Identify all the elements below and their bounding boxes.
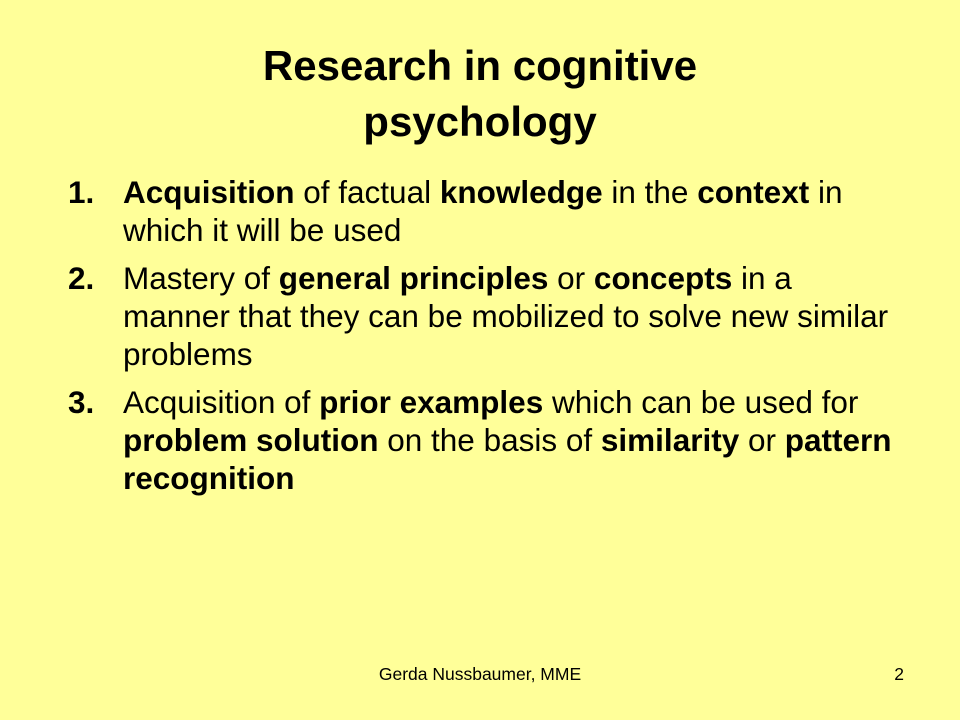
text-segment: general principles xyxy=(278,260,549,296)
title-line-2: psychology xyxy=(363,98,597,145)
text-segment: or xyxy=(739,422,785,458)
list-item-1: 1. Acquisition of factual knowledge in t… xyxy=(68,173,898,249)
text-segment: Acquisition xyxy=(123,174,295,210)
numbered-list: 1. Acquisition of factual knowledge in t… xyxy=(68,173,898,507)
text-segment: or xyxy=(548,260,594,296)
list-item-3: 3. Acquisition of prior examples which c… xyxy=(68,383,898,497)
text-segment: prior examples xyxy=(319,384,544,420)
text-segment: problem solution xyxy=(123,422,379,458)
text-segment: in which it will be used xyxy=(123,174,843,248)
list-item-number: 3. xyxy=(68,384,95,420)
list-item-text: Acquisition of factual knowledge in the … xyxy=(123,173,898,249)
text-segment: of factual xyxy=(294,174,440,210)
text-segment: concepts xyxy=(593,260,733,296)
text-segment: similarity xyxy=(600,422,740,458)
text-segment: on the basis of xyxy=(378,422,601,458)
list-item-text: Acquisition of prior examples which can … xyxy=(123,383,898,497)
text-segment: Acquisition of xyxy=(123,384,320,420)
footer-author: Gerda Nussbaumer, MME xyxy=(378,664,582,684)
text-segment: pattern recognition xyxy=(123,422,892,496)
text-segment: knowledge xyxy=(439,174,603,210)
text-segment: which can be used for xyxy=(543,384,859,420)
text-segment: context xyxy=(697,174,810,210)
slide-title: Research in cognitive psychology xyxy=(0,38,960,150)
title-line-1: Research in cognitive xyxy=(262,42,698,89)
text-segment: in a manner that they can be mobilized t… xyxy=(123,260,889,372)
list-item-2: 2. Mastery of general principles or conc… xyxy=(68,259,898,373)
text-segment: in the xyxy=(602,174,698,210)
list-item-number: 1. xyxy=(68,174,95,210)
list-item-number: 2. xyxy=(68,260,95,296)
text-segment: Mastery of xyxy=(123,260,279,296)
footer-page-number: 2 xyxy=(894,664,904,684)
list-item-text: Mastery of general principles or concept… xyxy=(123,259,898,373)
